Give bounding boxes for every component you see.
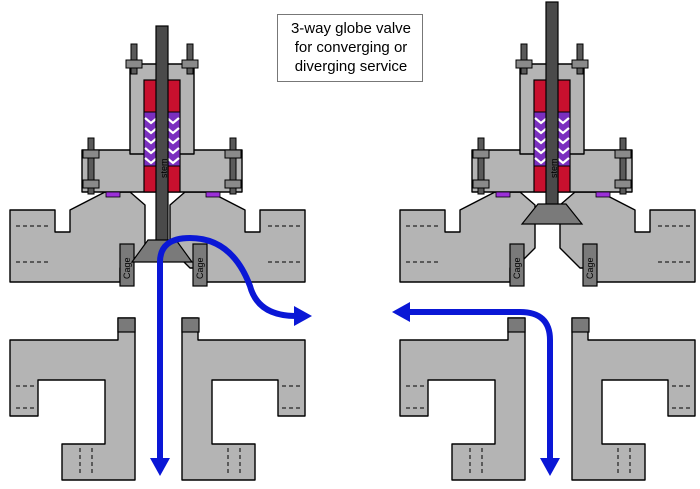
caption-box: 3-way globe valve for converging or dive… (277, 14, 423, 82)
right-cage-label-2: Cage (585, 257, 595, 279)
left-stem-label: stem (159, 158, 169, 178)
caption-line-2: for converging or (294, 39, 408, 56)
left-valve: stem Cage Cage (8, 25, 312, 482)
caption-line-3: diverging service (294, 58, 408, 75)
right-plug (520, 203, 584, 225)
caption-line-1: 3-way globe valve (290, 20, 412, 37)
right-stem-label: stem (549, 158, 559, 178)
right-flow-path (405, 309, 553, 465)
left-flow-path (157, 235, 299, 465)
right-cage-label-1: Cage (512, 257, 522, 279)
left-stem (155, 25, 169, 251)
left-cage-label-2: Cage (195, 257, 205, 279)
left-arrow-right (294, 306, 312, 326)
right-arrow-left (392, 302, 410, 322)
left-cage-label-1: Cage (122, 257, 132, 279)
left-arrow-down (150, 458, 170, 476)
right-valve: stem Cage Cage (392, 1, 697, 482)
right-arrow-down (540, 458, 560, 476)
